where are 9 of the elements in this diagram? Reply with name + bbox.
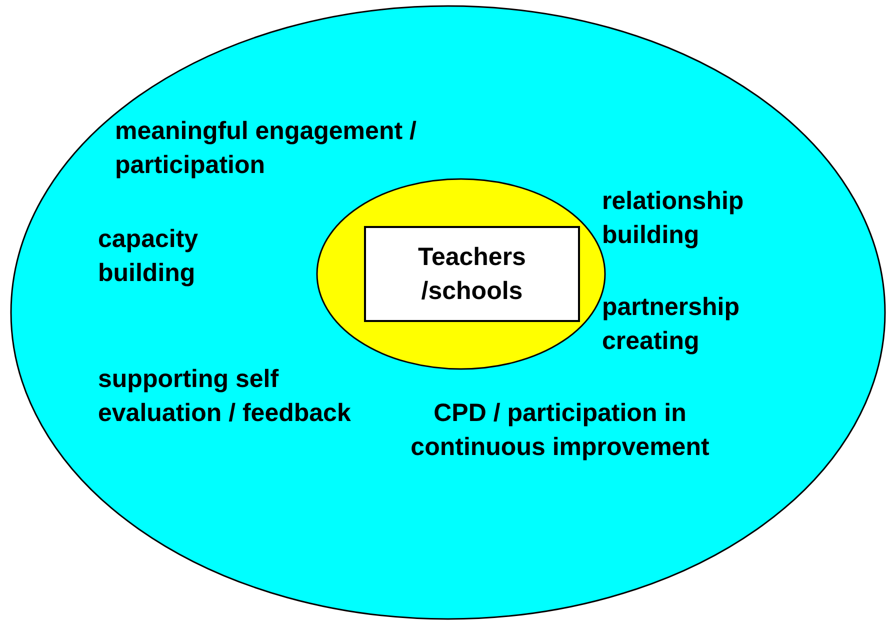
box-label: Teachers /schools [417, 242, 527, 307]
topic-label: capacity building [98, 224, 200, 289]
label-box [364, 226, 580, 322]
topic-label: meaningful engagement / participation [115, 116, 418, 181]
topic-label: supporting self evaluation / feedback [98, 364, 352, 429]
topic-label: partnership creating [602, 292, 741, 357]
topic-label: relationship building [602, 186, 745, 251]
outer-ellipse [10, 5, 886, 620]
topic-label: CPD / participation in continuous improvement [410, 398, 710, 463]
